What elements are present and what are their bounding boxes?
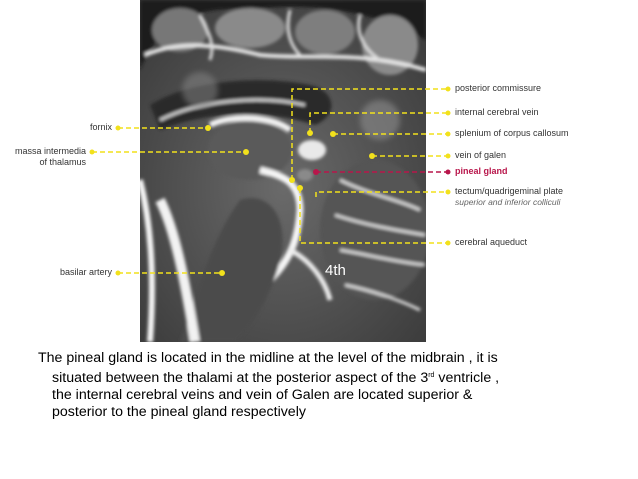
label-cerebral-aqueduct: cerebral aqueduct bbox=[455, 237, 528, 247]
caption-line-2a: situated between the thalami at the post… bbox=[52, 370, 429, 386]
massa-dot bbox=[243, 149, 249, 155]
splenium-dot bbox=[330, 131, 336, 137]
label-4th-ventricle: 4th bbox=[325, 262, 346, 279]
label-basilar-artery: basilar artery bbox=[59, 267, 112, 277]
caption-line-3: the internal cerebral veins and vein of … bbox=[52, 387, 473, 403]
label-of-thalamus: of thalamus bbox=[39, 157, 86, 167]
caption-line-1: The pineal gland is located in the midli… bbox=[38, 350, 498, 366]
cerebral-aqueduct-leader bbox=[299, 188, 448, 244]
leader-lines bbox=[89, 86, 451, 276]
sagittal-mri-image bbox=[140, 0, 426, 342]
icv-dot bbox=[307, 130, 313, 136]
label-tectum: tectum/quadrigeminal plate bbox=[455, 186, 564, 196]
caption-superscript: rd bbox=[428, 372, 435, 379]
aqueduct-dot bbox=[297, 185, 303, 191]
pineal-dot bbox=[313, 169, 319, 175]
caption-text: The pineal gland is located in the midli… bbox=[38, 350, 628, 421]
label-pineal-gland: pineal gland bbox=[455, 166, 508, 176]
label-vein-of-galen: vein of galen bbox=[455, 150, 507, 160]
caption-line-2: situated between the thalami at the post… bbox=[38, 367, 628, 387]
galen-dot bbox=[369, 153, 375, 159]
mri-figure: fornix massa intermedia of thalamus basi… bbox=[14, 0, 569, 342]
label-massa-intermedia: massa intermedia bbox=[14, 146, 86, 156]
pc-end-dot bbox=[445, 86, 451, 92]
fornix-dot bbox=[205, 125, 211, 131]
internal-cerebral-vein-leader bbox=[309, 112, 448, 133]
pc-dot bbox=[289, 177, 295, 183]
tectum-leader bbox=[315, 191, 448, 197]
basilar-dot bbox=[219, 270, 225, 276]
posterior-commissure-leader bbox=[291, 88, 448, 180]
caption-line-4: posterior to the pineal gland respective… bbox=[52, 404, 306, 420]
label-internal-cerebral-vein: internal cerebral vein bbox=[455, 107, 539, 117]
caption-line-2b: ventricle , bbox=[434, 370, 500, 386]
label-splenium: splenium of corpus callosum bbox=[455, 128, 569, 138]
label-posterior-commissure: posterior commissure bbox=[455, 83, 542, 93]
label-colliculi: superior and inferior colliculi bbox=[455, 197, 561, 207]
label-fornix: fornix bbox=[89, 122, 112, 132]
